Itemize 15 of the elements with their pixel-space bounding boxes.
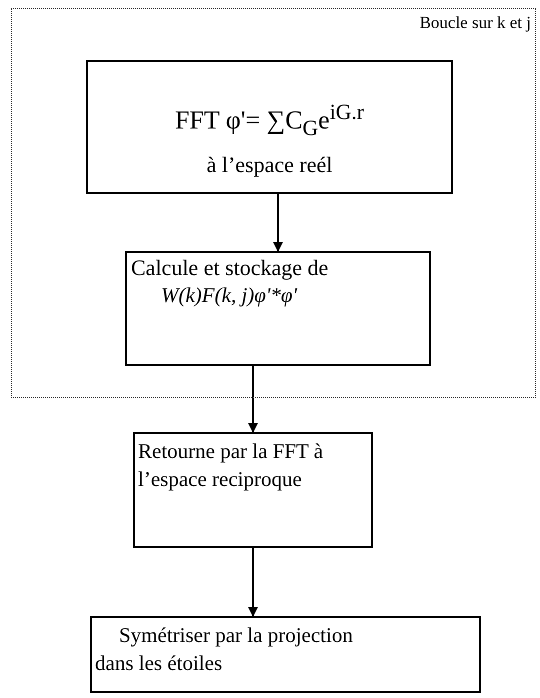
arrow — [273, 194, 283, 252]
formula: W(k)F(k, j)φ'*φ' — [161, 283, 297, 308]
arrow — [248, 548, 258, 617]
process-box — [86, 60, 453, 194]
box-text: Retourne par la FFT à l’espace reciproque — [138, 438, 324, 494]
process-box — [90, 616, 481, 693]
formula: FFT φ'= ∑C$_{G}$e$^{iG.r}$ — [174, 100, 366, 141]
loop-frame — [11, 8, 536, 398]
box-text: Symétriser par la projection dans les étoiles — [95, 622, 354, 678]
process-box — [133, 432, 373, 548]
box-text: Calcule et stockage de — [131, 255, 328, 280]
loop-heading: Boucle sur k et j — [420, 13, 531, 33]
arrow — [248, 366, 258, 433]
process-box — [125, 251, 431, 366]
box-text: à l’espace reél — [206, 152, 334, 178]
